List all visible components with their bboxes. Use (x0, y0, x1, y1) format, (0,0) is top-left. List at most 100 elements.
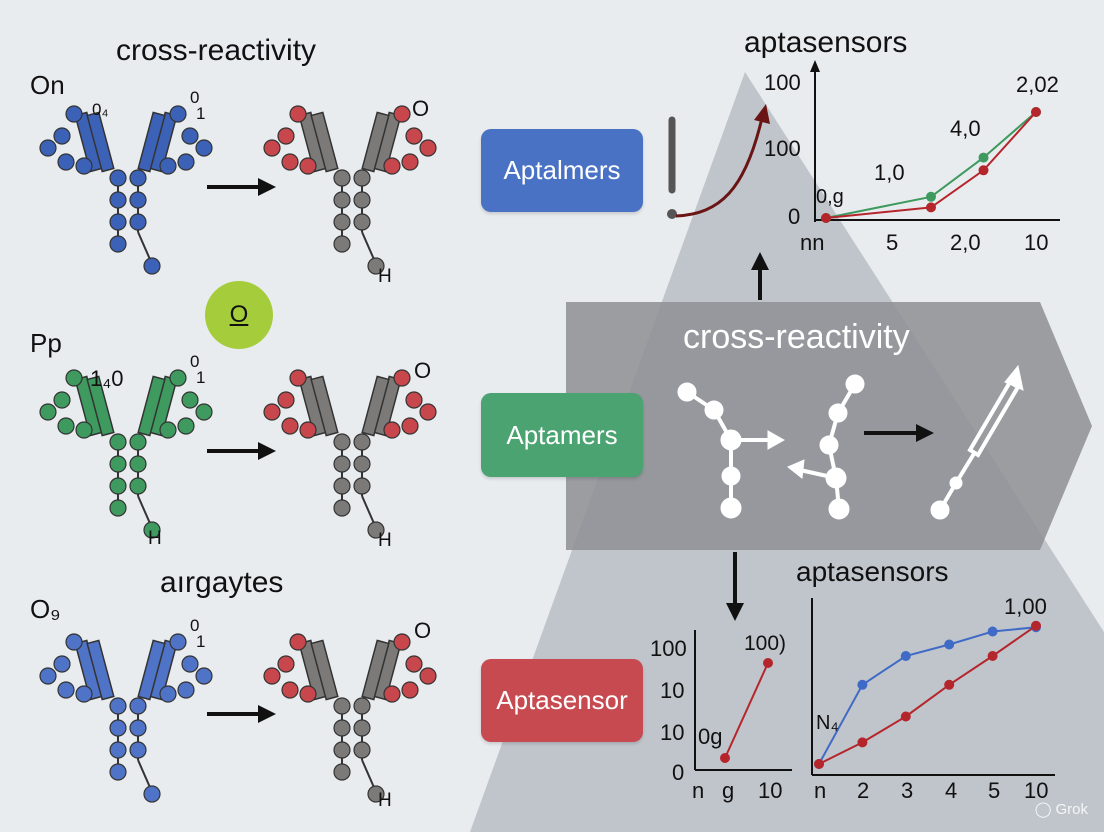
antibody-arm (86, 111, 115, 173)
antibody-node (401, 153, 419, 171)
antibody-node (109, 477, 127, 495)
band-title-cross-reactivity: cross-reactivity (683, 318, 910, 356)
chart-bottom-right (811, 598, 1055, 776)
x-tick-label: n (692, 778, 705, 803)
antibody-arm (310, 639, 339, 701)
antibody-arm (137, 111, 166, 173)
data-point (978, 152, 989, 163)
antibody-node (53, 655, 71, 673)
data-point (821, 213, 831, 223)
title-aptasensors-bottom: aptasensors (796, 556, 949, 587)
arrow-up (751, 252, 769, 300)
grok-logo-icon: ◯ (1034, 801, 1052, 818)
data-point (720, 753, 730, 763)
antibody-node (143, 521, 161, 539)
data-point (978, 165, 989, 176)
antibody-node (299, 157, 317, 175)
antibody-node (39, 667, 57, 685)
antibody-node (75, 157, 93, 175)
antibody-node (181, 391, 199, 409)
small-label: H (378, 530, 392, 551)
antibody-arm (361, 111, 390, 173)
data-point (814, 759, 824, 769)
y-tick-label: 0 (788, 204, 801, 229)
antibody-node (353, 741, 371, 759)
antibody-node (65, 369, 83, 387)
chart-top-right (810, 60, 1060, 223)
watermark-text: Grok (1055, 800, 1088, 818)
data-label: 1,00 (1004, 594, 1047, 619)
antibody-node (109, 213, 127, 231)
antibody-node (181, 655, 199, 673)
arrow-right-middle (207, 442, 276, 460)
antibody-node (353, 433, 371, 451)
antibody-node (159, 685, 177, 703)
antibody-node (109, 455, 127, 473)
row-label-on: On (30, 70, 65, 100)
data-label: 100) (744, 632, 787, 655)
antibody-node (109, 499, 127, 517)
antibody-green-middle (39, 369, 213, 539)
antibody-node (181, 127, 199, 145)
antibody-node (143, 257, 161, 275)
antibody-arm (137, 375, 166, 437)
antibody-node (109, 697, 127, 715)
antibody-node (39, 403, 57, 421)
antibody-node (419, 667, 437, 685)
x-tick-label: 2 (857, 778, 870, 803)
data-point (926, 191, 936, 202)
antibody-node (333, 433, 351, 451)
antibody-node (333, 455, 351, 473)
x-tick-label: g (722, 778, 735, 803)
antibody-node (401, 417, 419, 435)
antibody-arm (361, 639, 390, 701)
x-tick-label: 10 (1024, 230, 1049, 255)
antibody-node (299, 685, 317, 703)
data-label: 1,0 (874, 160, 905, 185)
antibody-node (383, 421, 401, 439)
y-tick-label: 100 (764, 70, 801, 95)
small-label: 0 (190, 616, 200, 635)
antibody-node (367, 785, 385, 803)
data-point (857, 679, 868, 690)
small-label: H (148, 528, 162, 549)
antibody-node (289, 369, 307, 387)
antibody-node (129, 719, 147, 737)
antibody-node (333, 213, 351, 231)
arrow-right-top (207, 178, 276, 196)
antibody-node (129, 477, 147, 495)
antibody-node (419, 139, 437, 157)
antibody-node (177, 153, 195, 171)
x-tick-label: 5 (886, 230, 899, 255)
small-label: 0₄ (92, 100, 109, 119)
small-label: 1 (196, 632, 206, 651)
antibody-gray-red-middle (263, 369, 437, 539)
y-tick-label: 10 (660, 678, 685, 703)
row-label-o9: O₉ (30, 594, 61, 624)
series-line (825, 111, 1037, 219)
series-line (818, 626, 1037, 765)
small-label: 1₄0 (90, 366, 124, 391)
antibody-node (405, 655, 423, 673)
antibody-node (109, 433, 127, 451)
antibody-node (53, 127, 71, 145)
data-point (987, 626, 998, 637)
series-line (818, 624, 1037, 765)
antibody-node (129, 191, 147, 209)
antibody-node (195, 139, 213, 157)
data-point (987, 651, 998, 661)
antibody-node (393, 105, 411, 123)
antibody-node (129, 433, 147, 451)
data-label: 0g (698, 724, 723, 749)
antibody-node (109, 169, 127, 187)
antibody-node (333, 697, 351, 715)
antibody-node (109, 719, 127, 737)
antibody-node (109, 235, 127, 253)
antibody-node (53, 391, 71, 409)
x-tick-label: 3 (901, 778, 914, 803)
antibody-blue-bottom (39, 633, 213, 803)
antibody-node (159, 157, 177, 175)
pill-aptamers: Aptamers (481, 393, 643, 477)
antibody-node (277, 391, 295, 409)
x-tick-label: 10 (1024, 778, 1049, 803)
